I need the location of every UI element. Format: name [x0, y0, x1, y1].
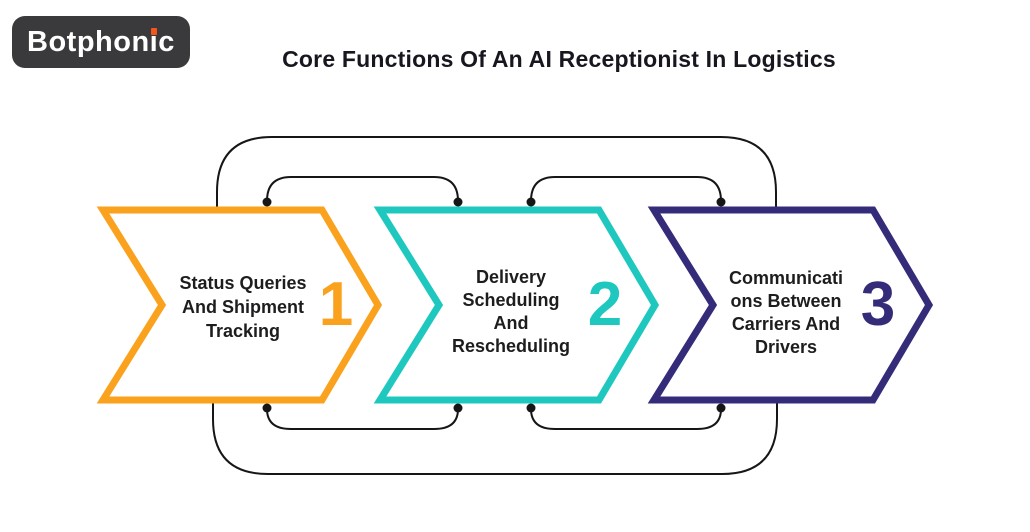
step-1-label-line: And Shipment: [182, 297, 304, 317]
chevron-step-2: [373, 206, 660, 404]
connector-arc-bottom-2: [530, 408, 722, 430]
connector-dot: [716, 197, 726, 207]
step-2-number: 2: [588, 270, 622, 339]
connector-dot: [716, 403, 726, 413]
page-title: Core Functions Of An AI Receptionist In …: [282, 46, 836, 73]
logo-text-suffix: c: [158, 25, 175, 58]
step-3-label: Communicati ons Between Carriers And Dri…: [686, 267, 886, 359]
step-2-label-line: Rescheduling: [451, 336, 571, 356]
step-3-label-line: Carriers And: [731, 314, 841, 334]
step-1-label: Status Queries And Shipment Tracking: [143, 271, 343, 343]
connector-dot: [262, 403, 272, 413]
step-3-label-line: Communicati: [728, 268, 843, 288]
step-1-label-line: Tracking: [205, 321, 281, 341]
connector-dot: [453, 197, 463, 207]
logo-text-prefix: Botphon: [27, 25, 150, 58]
connector-dot: [526, 403, 536, 413]
connector-outer-bottom: [212, 401, 778, 475]
step-3-label-line: ons Between: [730, 291, 842, 311]
connector-dot: [262, 197, 272, 207]
connector-arc-top-2: [530, 176, 722, 202]
chevron-step-1: [96, 206, 383, 404]
step-3-label-line: Drivers: [754, 337, 818, 357]
step-2-label-line: Scheduling: [462, 290, 560, 310]
step-1-label-line: Status Queries: [179, 273, 307, 293]
connector-dot: [526, 197, 536, 207]
connector-arc-top-1: [266, 176, 459, 202]
step-2-label: Delivery Scheduling And Rescheduling: [411, 266, 611, 358]
chevron-step-3: [647, 206, 934, 404]
logo-letter-i: ı: [149, 25, 159, 58]
step-2-label-line: And: [493, 313, 529, 333]
logo-i-dot: [150, 27, 157, 35]
connector-dot: [453, 403, 463, 413]
step-1-number: 1: [319, 270, 353, 339]
step-3-number: 3: [861, 270, 895, 339]
connector-outer-top: [216, 136, 777, 209]
connector-arc-bottom-1: [266, 408, 459, 430]
step-2-label-line: Delivery: [475, 267, 547, 287]
